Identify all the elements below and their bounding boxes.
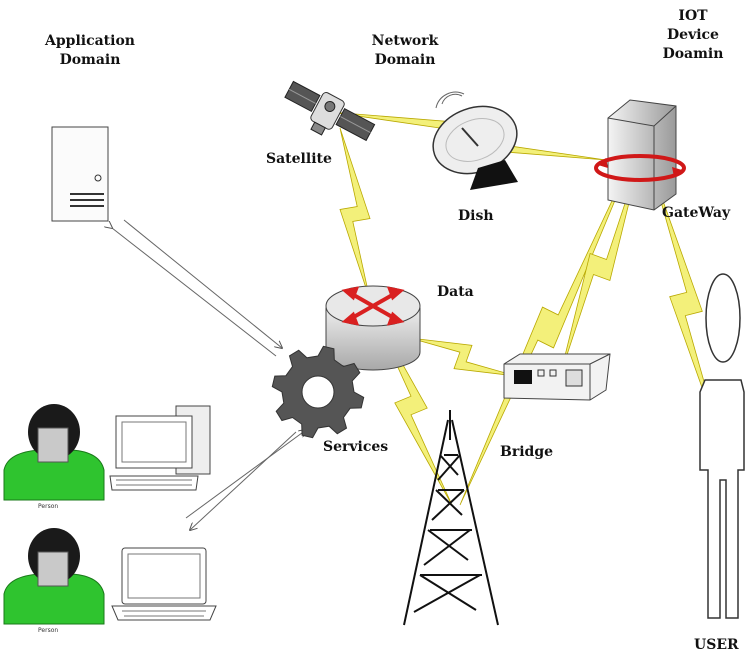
lightning-link bbox=[409, 337, 517, 377]
tower-icon bbox=[403, 410, 499, 626]
user-label: USER bbox=[694, 637, 739, 653]
router-icon bbox=[325, 285, 421, 371]
dish-label: Dish bbox=[458, 208, 494, 224]
application-domain-line1: Application bbox=[45, 33, 135, 49]
application-domain-line2: Domain bbox=[59, 52, 121, 68]
person-icon bbox=[3, 528, 105, 625]
laptop-icon bbox=[111, 547, 217, 621]
person-icon bbox=[3, 404, 105, 501]
network-domain-heading: Network Domain bbox=[350, 32, 460, 70]
server-icon bbox=[51, 126, 109, 222]
satellite-icon bbox=[284, 80, 376, 142]
data-label: Data bbox=[437, 284, 474, 300]
gear-icon bbox=[271, 345, 365, 439]
satellite-label: Satellite bbox=[266, 151, 332, 167]
iot-domain-line2: Device bbox=[667, 27, 719, 43]
bridge-label: Bridge bbox=[500, 444, 554, 460]
person-caption: Person bbox=[38, 627, 59, 634]
lightning-link bbox=[339, 127, 371, 301]
network-domain-line1: Network bbox=[371, 33, 439, 49]
services-label: Services bbox=[323, 439, 389, 455]
arrows-services-server bbox=[112, 219, 282, 357]
iot-domain-line1: IOT bbox=[678, 8, 708, 24]
gateway-label: GateWay bbox=[662, 205, 731, 221]
arrows-services-computers bbox=[185, 430, 306, 530]
desktop-computer-icon bbox=[109, 405, 211, 491]
bridge-icon bbox=[503, 353, 611, 401]
iot-domain-line3: Doamin bbox=[662, 46, 724, 62]
network-domain-line2: Domain bbox=[374, 52, 436, 68]
iot-domain-heading: IOT Device Doamin bbox=[648, 7, 738, 64]
gateway-server-icon bbox=[594, 99, 686, 211]
application-domain-heading: Application Domain bbox=[30, 32, 150, 70]
dish-icon bbox=[432, 91, 518, 190]
user-figure-icon bbox=[699, 273, 745, 619]
person-caption: Person bbox=[38, 503, 59, 510]
